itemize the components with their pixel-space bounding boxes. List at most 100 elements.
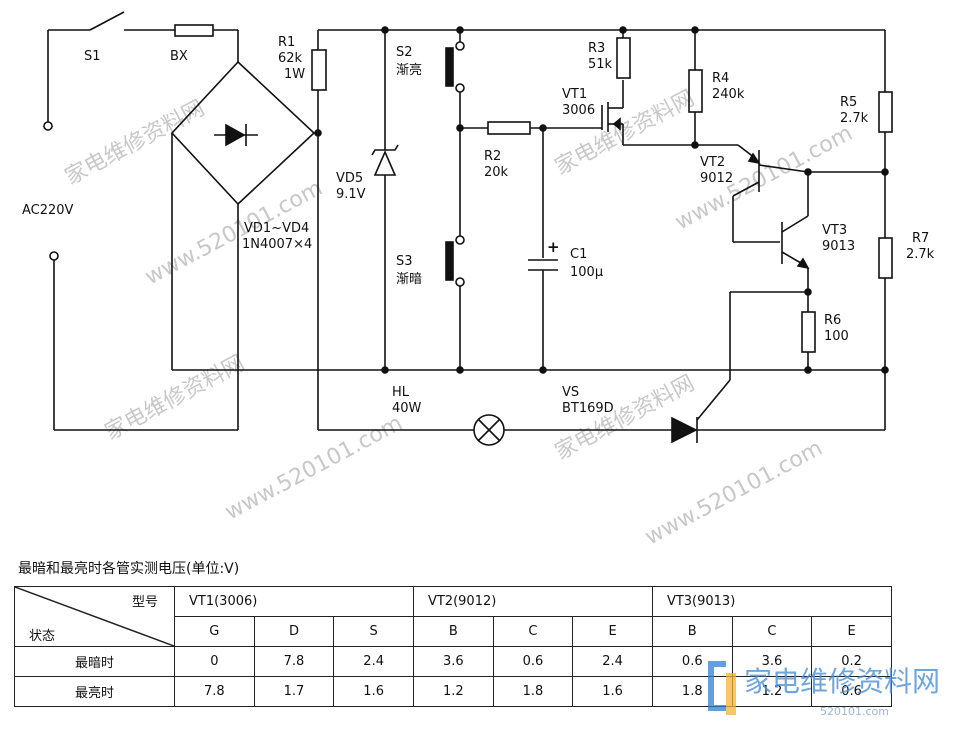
svg-text:家电维修资料网: 家电维修资料网 (61, 96, 209, 190)
c1-plus-sign: + (547, 238, 560, 256)
resistor-r1 (311, 49, 327, 91)
resistor-r6 (801, 311, 816, 353)
zener-vd5 (371, 144, 399, 176)
label-c1-value: 100μ (570, 265, 603, 280)
label-r4: R4 (712, 71, 729, 86)
label-s3: S3 (396, 254, 413, 269)
label-hl-value: 40W (392, 401, 422, 416)
table-cell: 3.6 (731, 646, 813, 677)
ac-terminal-top (43, 121, 53, 131)
pin-header: G (174, 616, 255, 647)
svg-text:家电维修资料网: 家电维修资料网 (101, 351, 249, 445)
table-cell: 1.6 (572, 676, 653, 707)
table-header-groups: 型号 状态 VT1(3006) VT2(9012) VT3(9013) (14, 586, 893, 647)
label-r3: R3 (588, 41, 605, 56)
row-state: 最暗时 (14, 646, 175, 677)
label-bridge-value: 1N4007×4 (242, 237, 312, 252)
label-s2-desc: 渐亮 (396, 62, 422, 78)
label-c1: C1 (570, 247, 587, 262)
label-r4-value: 240k (712, 87, 745, 102)
resistor-r2 (487, 121, 531, 135)
bridge-rectifier (170, 60, 316, 206)
table-cell: 1.7 (253, 676, 335, 707)
table-cell: 0 (174, 646, 255, 677)
label-vt1: VT1 (562, 87, 587, 102)
svg-text:www.520101.com: www.520101.com (221, 411, 407, 526)
label-r1-value: 62k (278, 51, 303, 66)
label-vt2: VT2 (700, 155, 725, 170)
pin-header: E (811, 616, 892, 647)
table-cell: 1.8 (492, 676, 574, 707)
label-vd5: VD5 (336, 171, 363, 186)
label-ac220v: AC220V (22, 203, 74, 218)
corner-bottom-label: 状态 (29, 629, 56, 644)
corner-top-label: 型号 (131, 595, 158, 610)
table-corner-cell: 型号 状态 (14, 586, 175, 647)
table-row: 最亮时 7.8 1.7 1.6 1.2 1.8 1.6 1.8 1.2 0.6 (14, 676, 892, 707)
transistor-vt3 (781, 215, 810, 270)
table-cell: 0.6 (811, 676, 892, 707)
pin-header: S (333, 616, 414, 647)
fuse-bx (174, 24, 214, 37)
table-cell: 3.6 (412, 646, 494, 677)
table-cell: 1.8 (651, 676, 733, 707)
group-header: VT2(9012) (412, 586, 653, 617)
diagonal-divider (15, 587, 174, 646)
label-r5-value: 2.7k (840, 111, 869, 126)
mosfet-vt1 (601, 102, 623, 132)
label-s3-desc: 渐暗 (396, 272, 422, 287)
pin-header: E (572, 616, 653, 647)
svg-text:www.520101.com: www.520101.com (671, 121, 857, 236)
component-labels: S1 BX AC220V R1 62k 1W VD1~VD4 1N4007×4 … (22, 35, 935, 416)
label-vd5-value: 9.1V (336, 187, 366, 202)
ac-terminal-bottom (49, 251, 59, 261)
label-s2: S2 (396, 45, 413, 60)
label-r1: R1 (278, 35, 295, 50)
label-r5: R5 (840, 95, 857, 110)
table-cell: 0.2 (811, 646, 892, 677)
label-bridge: VD1~VD4 (244, 221, 309, 236)
pushbutton-s2 (445, 47, 454, 87)
table-cell: 2.4 (572, 646, 653, 677)
label-vs-value: BT169D (562, 401, 614, 416)
label-bx: BX (170, 49, 188, 64)
table-cell: 1.2 (731, 676, 813, 707)
label-r6-value: 100 (824, 329, 849, 344)
table-cell: 0.6 (492, 646, 574, 677)
label-r1-power: 1W (284, 67, 305, 82)
table-cell: 1.6 (333, 676, 414, 707)
pin-header: B (412, 616, 494, 647)
table-caption: 最暗和最亮时各管实测电压(单位:V) (18, 561, 240, 577)
transistor-vt2 (732, 144, 809, 197)
row-state: 最亮时 (14, 676, 175, 707)
group-header: VT3(9013) (651, 586, 893, 617)
label-vt3-value: 9013 (822, 239, 855, 254)
label-hl: HL (392, 385, 410, 400)
table-cell: 7.8 (253, 646, 335, 677)
pin-header: C (731, 616, 813, 647)
label-r6: R6 (824, 313, 841, 328)
label-r3-value: 51k (588, 57, 613, 72)
table-cell: 2.4 (333, 646, 414, 677)
pin-header: B (651, 616, 733, 647)
table-cell: 1.2 (412, 676, 494, 707)
voltage-table: 型号 状态 VT1(3006) VT2(9012) VT3(9013) G D … (14, 586, 893, 707)
pushbutton-s3 (445, 241, 454, 281)
resistor-r7 (878, 237, 893, 279)
logo-url: 520101.com (820, 705, 889, 718)
label-s1: S1 (84, 49, 101, 64)
svg-text:www.520101.com: www.520101.com (641, 436, 827, 550)
resistor-r3 (616, 37, 631, 79)
capacitor-c1 (528, 259, 558, 271)
site-logo: 家电维修资料网 520101.com (708, 661, 940, 718)
switch-s1 (48, 11, 175, 31)
label-vs: VS (562, 385, 579, 400)
watermark: 家电维修资料网 www.520101.com 家电维修资料网 www.52010… (61, 86, 857, 550)
pin-header: C (492, 616, 574, 647)
lamp-hl (473, 414, 505, 446)
label-vt2-value: 9012 (700, 171, 733, 186)
label-r7: R7 (912, 231, 929, 246)
label-vt1-value: 3006 (562, 103, 595, 118)
table-cell: 7.8 (174, 676, 255, 707)
circuit-schematic: 家电维修资料网 www.520101.com 家电维修资料网 www.52010… (22, 11, 935, 550)
